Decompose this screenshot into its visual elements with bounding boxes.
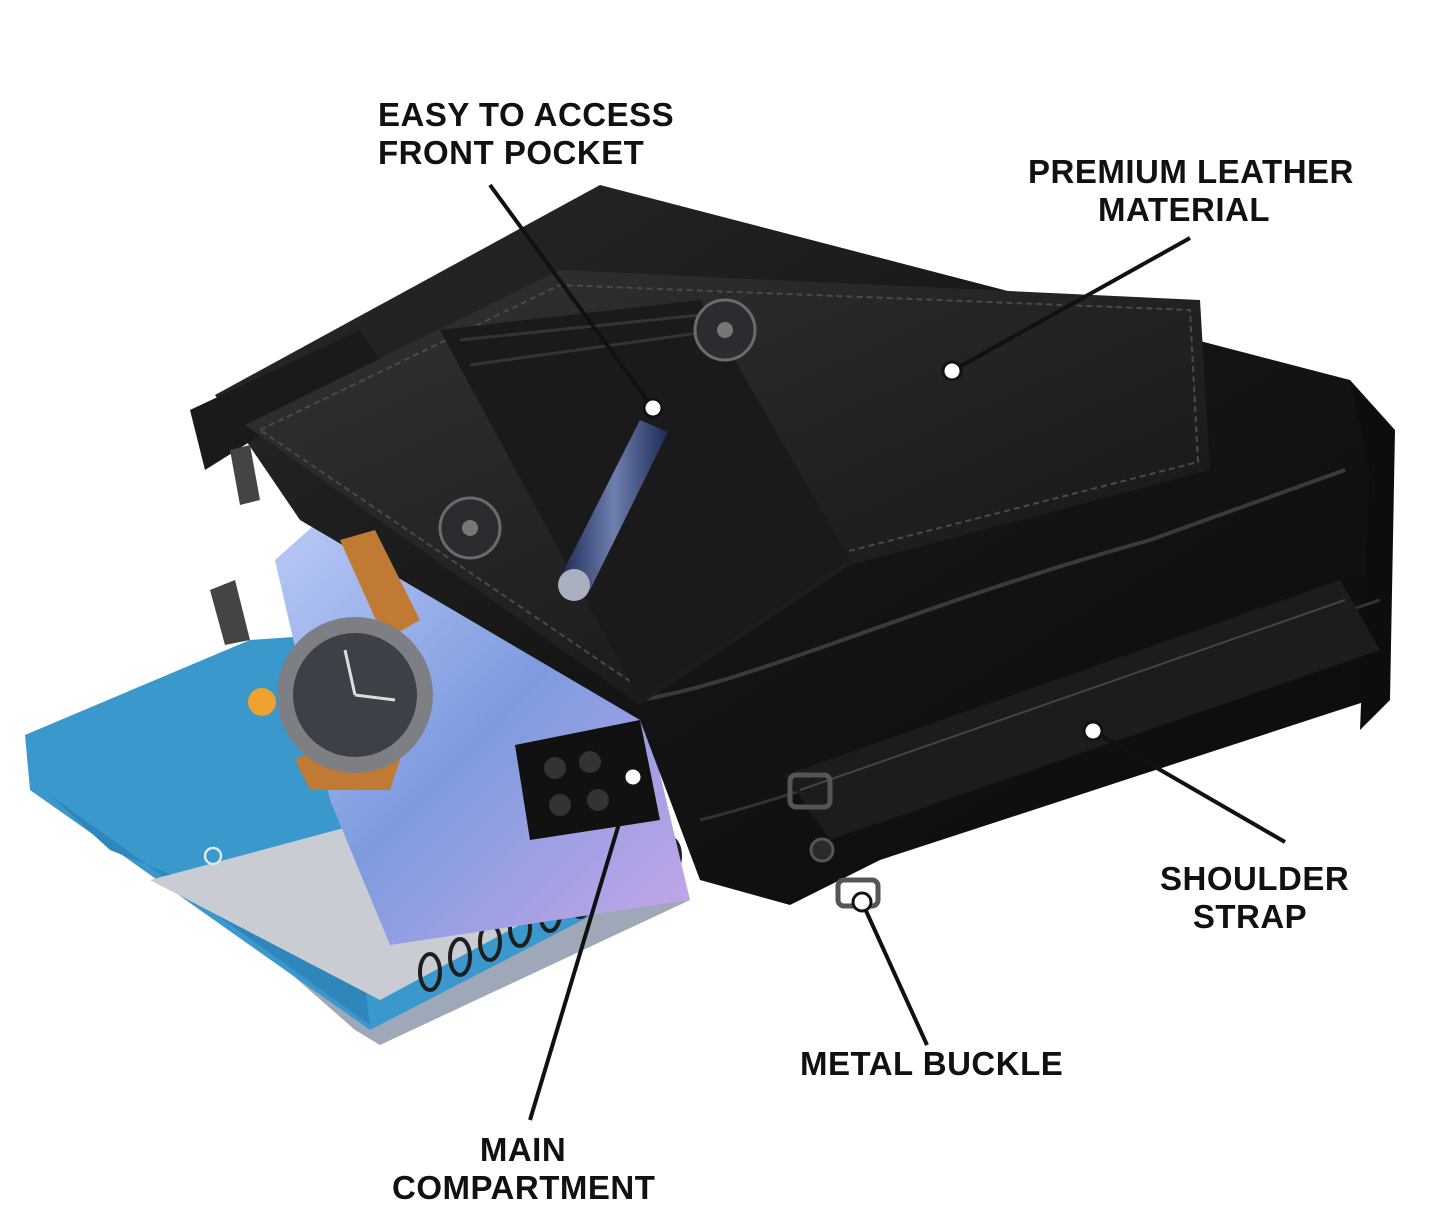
callout-dots — [622, 360, 1104, 913]
wrist-watch — [277, 530, 433, 790]
callout-lines — [488, 183, 1287, 1121]
dot-compartment — [622, 766, 644, 788]
dot-buckle — [851, 891, 873, 913]
callout-front-pocket-line2: FRONT POCKET — [378, 134, 645, 171]
callout-compartment-line1: MAIN — [479, 1131, 567, 1168]
callout-leather-line2: MATERIAL — [1097, 191, 1271, 228]
callout-buckle: METAL BUCKLE — [800, 1045, 1064, 1083]
callout-strap-line2: STRAP — [1192, 898, 1308, 935]
callout-compartment: MAIN COMPARTMENT — [392, 1131, 656, 1207]
dot-leather — [941, 360, 963, 382]
callout-leather: PREMIUM LEATHER MATERIAL — [1028, 153, 1354, 229]
front-pocket-flap — [245, 270, 1210, 705]
callout-compartment-line2: COMPARTMENT — [392, 1169, 656, 1206]
callout-leather-line1: PREMIUM LEATHER — [1028, 153, 1354, 190]
pen — [558, 420, 668, 601]
callout-front-pocket-line1: EASY TO ACCESS — [378, 96, 675, 133]
callout-front-pocket: EASY TO ACCESS FRONT POCKET — [378, 96, 675, 172]
callout-buckle-line1: METAL BUCKLE — [800, 1045, 1064, 1082]
callout-strap: SHOULDER STRAP — [1160, 860, 1350, 936]
callout-strap-line1: SHOULDER — [1160, 860, 1350, 897]
dot-strap — [1082, 720, 1104, 742]
dot-front-pocket — [642, 397, 664, 419]
